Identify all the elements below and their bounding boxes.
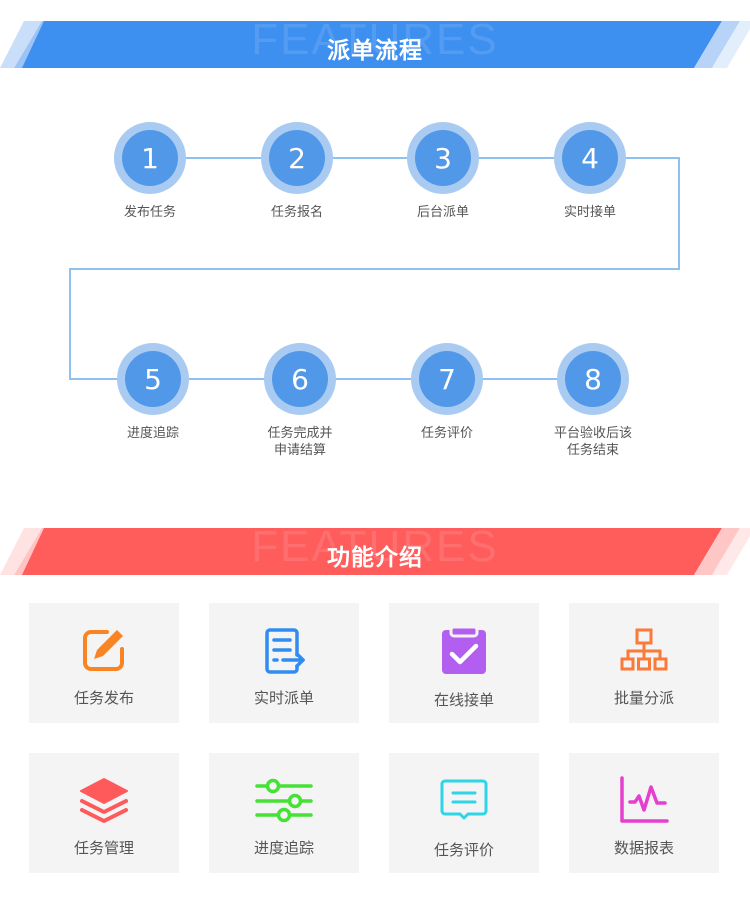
feature-card-batch-assign[interactable]: 批量分派 (569, 603, 719, 723)
feature-card-online-accept[interactable]: 在线接单 (389, 603, 539, 723)
banner-shape (0, 21, 750, 68)
banner-shape (0, 528, 750, 575)
step-label-line2: 任务结束 (566, 443, 619, 458)
flow-step-1: 1 发布任务 (80, 122, 220, 221)
step-ring: 7 (411, 343, 483, 415)
step-number: 1 (122, 130, 178, 186)
step-label-line1: 任务完成并 (267, 426, 333, 441)
step-ring: 6 (264, 343, 336, 415)
feature-label: 在线接单 (433, 691, 494, 709)
step-label-line2: 申请结算 (273, 443, 326, 458)
edit-icon (83, 630, 124, 671)
section-title: 功能介绍 (327, 545, 423, 571)
step-label-line1: 平台验收后该 (553, 426, 632, 441)
step-label: 任务评价 (420, 426, 473, 441)
layers-icon (80, 778, 128, 823)
feature-label: 任务管理 (73, 839, 134, 857)
step-ring: 5 (117, 343, 189, 415)
step-number: 8 (565, 351, 621, 407)
banner-watermark: FEATURES (251, 522, 499, 571)
step-number: 7 (419, 351, 475, 407)
feature-card-task-review[interactable]: 任务评价 (389, 753, 539, 873)
step-label: 任务完成并申请结算 (230, 425, 370, 459)
feature-card-data-report[interactable]: 数据报表 (569, 753, 719, 873)
step-label: 实时接单 (563, 205, 616, 220)
org-chart-icon (620, 628, 668, 671)
step-label: 任务报名 (270, 205, 323, 220)
step-ring: 8 (557, 343, 629, 415)
step-ring: 1 (114, 122, 186, 194)
section-title: 派单流程 (327, 38, 423, 64)
flow-section-banner: FEATURES 派单流程 (0, 15, 750, 69)
feature-card-realtime-dispatch[interactable]: 实时派单 (209, 603, 359, 723)
feature-label: 批量分派 (613, 689, 674, 707)
feature-label: 任务评价 (433, 841, 494, 859)
step-label: 发布任务 (123, 205, 176, 220)
list-arrow-icon (265, 628, 305, 674)
step-number: 4 (562, 130, 618, 186)
line-chart-icon (620, 776, 669, 823)
sliders-icon (255, 778, 313, 823)
step-ring: 4 (554, 122, 626, 194)
feature-card-progress-track[interactable]: 进度追踪 (209, 753, 359, 873)
banner-watermark: FEATURES (251, 15, 499, 64)
step-label: 平台验收后该任务结束 (523, 425, 663, 459)
feature-label: 实时派单 (253, 689, 314, 707)
flow-step-3: 3 后台派单 (373, 122, 513, 221)
features-section-banner: FEATURES 功能介绍 (0, 522, 750, 576)
flow-step-4: 4 实时接单 (520, 122, 660, 221)
step-number: 3 (415, 130, 471, 186)
feature-card-task-manage[interactable]: 任务管理 (29, 753, 179, 873)
step-ring: 2 (261, 122, 333, 194)
flow-connector (69, 268, 71, 380)
step-label: 进度追踪 (126, 426, 179, 441)
flow-connector (69, 268, 680, 270)
flow-step-7: 7 任务评价 (377, 343, 517, 442)
step-number: 5 (125, 351, 181, 407)
flow-step-6: 6 任务完成并申请结算 (230, 343, 370, 459)
flow-connector (678, 157, 680, 270)
step-ring: 3 (407, 122, 479, 194)
step-number: 2 (269, 130, 325, 186)
feature-label: 进度追踪 (253, 839, 314, 857)
clipboard-check-icon (442, 625, 486, 674)
feature-label: 任务发布 (73, 689, 134, 707)
comment-icon (440, 779, 488, 820)
feature-card-task-publish[interactable]: 任务发布 (29, 603, 179, 723)
flow-step-8: 8 平台验收后该任务结束 (523, 343, 663, 459)
feature-label: 数据报表 (613, 839, 674, 857)
step-number: 6 (272, 351, 328, 407)
flow-step-2: 2 任务报名 (227, 122, 367, 221)
flow-step-5: 5 进度追踪 (83, 343, 223, 442)
step-label: 后台派单 (416, 205, 469, 220)
